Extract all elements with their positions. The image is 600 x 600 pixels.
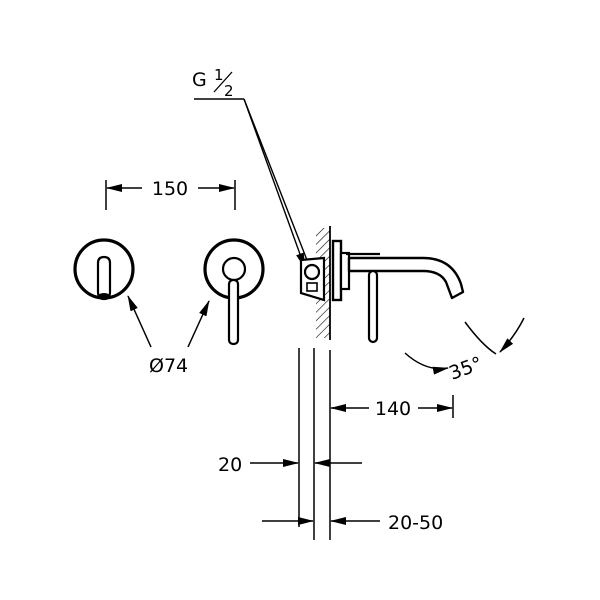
extension-lines (298, 348, 454, 540)
thread-fraction-num: 1 (214, 66, 224, 84)
thread-letter: G (192, 69, 207, 91)
diameter-dimension: Ø74 (127, 295, 210, 377)
mixer-plate-front (203, 238, 265, 346)
spout-plate-front (73, 238, 135, 301)
wall-thickness-dimension: 20 (218, 454, 362, 476)
lever-side (367, 269, 379, 344)
angle-value: 35° (446, 353, 485, 385)
cover-plate-side (331, 239, 351, 302)
thread-leaders (194, 98, 315, 279)
wall-thickness-value: 20 (218, 454, 242, 476)
projection-value: 140 (375, 398, 411, 420)
spacing-value: 150 (152, 178, 188, 200)
thread-fraction-slash (213, 71, 233, 93)
projection-dimension: 140 (330, 398, 453, 420)
spout-side (346, 252, 465, 300)
embedded-body (299, 256, 326, 302)
diameter-value: Ø74 (149, 355, 188, 377)
thread-label: G 1 2 (192, 66, 234, 100)
wall-range-value: 20-50 (388, 512, 443, 534)
thread-fraction-den: 2 (224, 82, 234, 100)
angle-dimension: 35° (404, 317, 525, 385)
wall-range-dimension: 20-50 (262, 512, 443, 534)
spacing-dimension: 150 (105, 178, 236, 210)
